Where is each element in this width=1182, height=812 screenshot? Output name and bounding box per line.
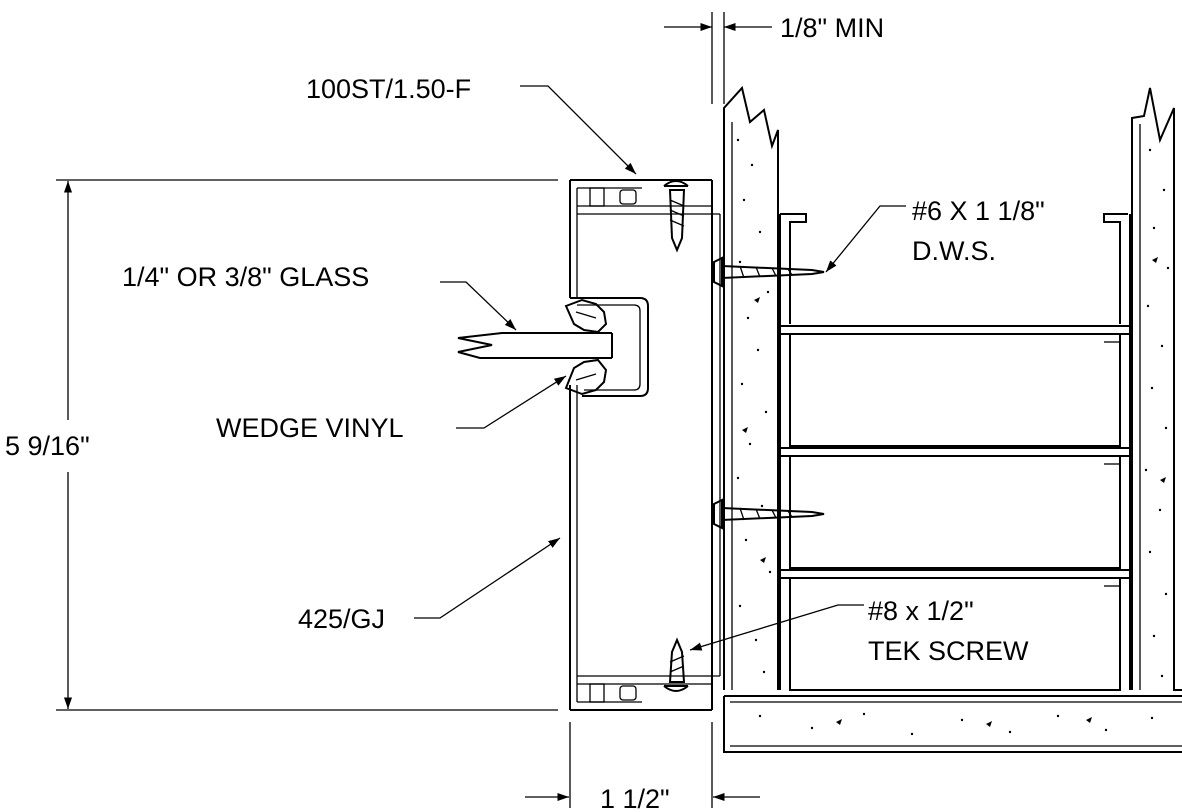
- frame-profile: [569, 179, 721, 711]
- dws-screw-upper: [713, 256, 825, 288]
- tek-screw-bottom: [663, 637, 689, 692]
- leader-lines: [414, 85, 906, 651]
- dws-size-label: #6 X 1 1/8": [912, 196, 1045, 226]
- dws-screw-lower: [713, 498, 825, 530]
- wedge-vinyl-gasket: [564, 298, 608, 396]
- depth-dim-label: 1 1/2": [600, 784, 670, 812]
- jamb-profile-label: 425/GJ: [298, 604, 385, 634]
- head-profile-label: 100ST/1.50-F: [306, 74, 471, 104]
- height-dim-label: 5 9/16": [5, 431, 90, 461]
- wedge-vinyl-label: WEDGE VINYL: [216, 413, 404, 443]
- gap-min-label: 1/8" MIN: [780, 13, 884, 43]
- concrete-wall: [723, 85, 1182, 753]
- tek-type-label: TEK SCREW: [868, 636, 1029, 666]
- glass-pane: [457, 332, 613, 359]
- tek-screw-top: [663, 180, 689, 253]
- gap-dimension: 1/8" MIN: [664, 12, 884, 104]
- height-dimension: 5 9/16": [5, 179, 558, 711]
- dws-type-label: D.W.S.: [912, 236, 996, 266]
- tek-size-label: #8 x 1/2": [868, 596, 974, 626]
- depth-dimension: 1 1/2": [525, 722, 760, 812]
- glass-label: 1/4" OR 3/8" GLASS: [122, 262, 369, 292]
- stud-blocking: [779, 213, 1131, 691]
- concrete-stipple: [736, 138, 1170, 736]
